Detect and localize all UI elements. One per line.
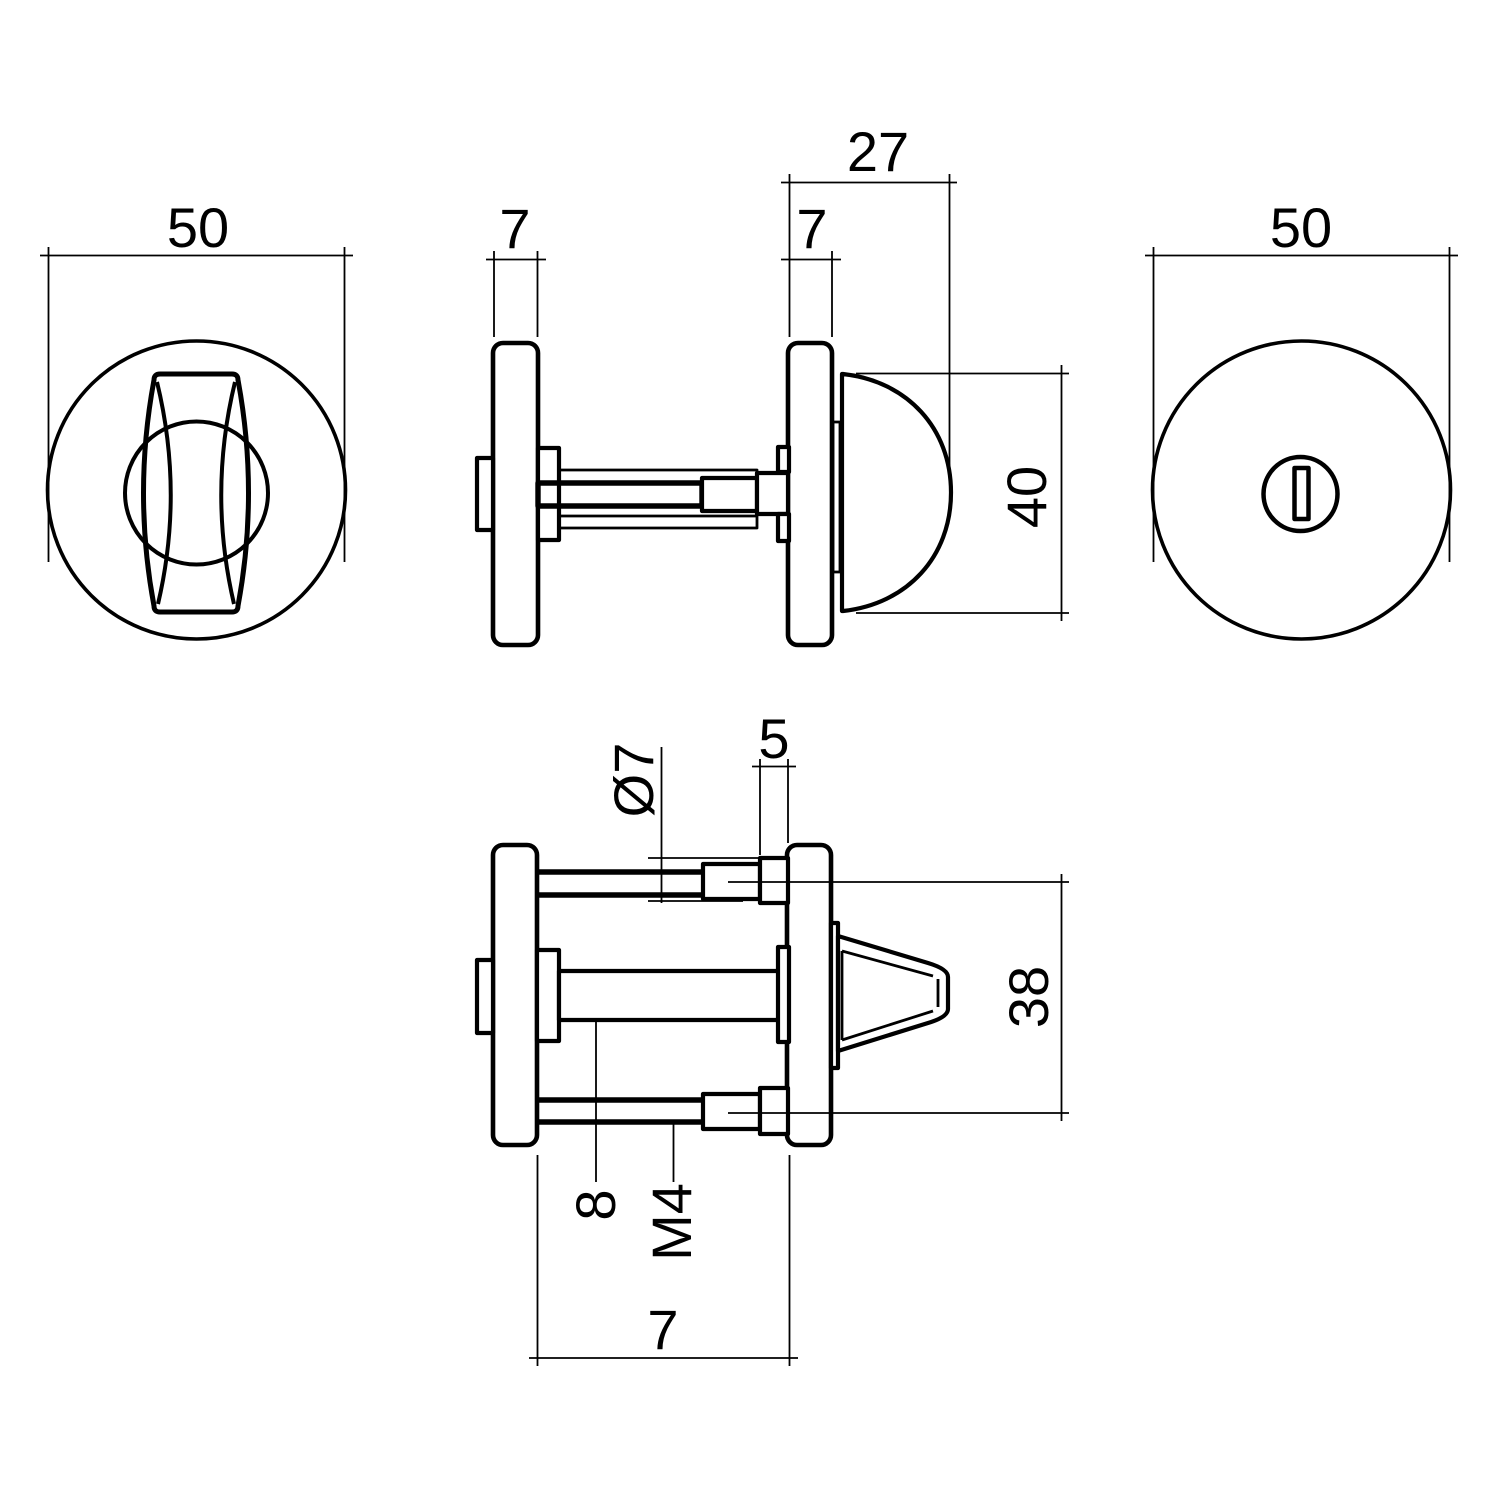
thumbturn-grip: [141, 371, 251, 615]
rosette-outline-left: [45, 339, 348, 641]
cone-inner-top: [841, 949, 934, 978]
plate-tab-bottom: [775, 511, 792, 544]
grip-bevel-right: [219, 381, 237, 605]
dim-label-m4: M4: [640, 1183, 703, 1261]
dim-label-dia7: Ø7: [602, 743, 665, 818]
rose-plate-right: [785, 340, 835, 648]
dimension-50-left: 50: [40, 196, 353, 562]
dim-label-40: 40: [995, 466, 1058, 528]
dimension-7-gap: 7: [529, 1155, 798, 1366]
turn-cone: [835, 933, 951, 1054]
dim-label-8: 8: [564, 1189, 627, 1220]
turn-base-circle: [123, 419, 270, 567]
rosette-outline-right: [1150, 339, 1453, 641]
rose-plate-left-b: [490, 842, 540, 1148]
screw-boss-bottom: [757, 1085, 791, 1137]
leader-m4-thread: M4: [640, 1122, 703, 1261]
dimension-40-knob-height: 40: [856, 365, 1069, 621]
thumbturn-tip-b: [474, 957, 496, 1036]
front-view-release: 50: [1145, 196, 1458, 641]
dim-label-38: 38: [997, 966, 1060, 1028]
dimension-dia7-boss: Ø7: [602, 743, 760, 903]
spindle-hub-left-b: [534, 947, 562, 1044]
grip-bevel-left: [155, 381, 173, 605]
rose-plate-left: [490, 340, 541, 648]
screw-rail-bottom: [557, 514, 759, 530]
dim-label-50-right: 50: [1270, 196, 1332, 259]
dim-label-7-right-plate: 7: [796, 197, 827, 260]
spindle-hub: [535, 445, 562, 543]
side-view-assembled: 7 7 27 40: [474, 120, 1069, 648]
dimension-7-right-plate: 7: [781, 174, 841, 337]
knob-dome: [839, 371, 954, 614]
knob-neck: [831, 420, 842, 574]
dim-label-50-left: 50: [167, 196, 229, 259]
front-view-thumbturn: 50: [40, 196, 353, 641]
dimension-38-screw-spacing: 38: [728, 874, 1069, 1121]
screw-boss-top: [757, 855, 791, 906]
thumbturn-tip: [474, 455, 496, 533]
leader-8-spindle: 8: [564, 1021, 627, 1221]
dimension-5-pin: 5: [752, 707, 796, 855]
side-view-fixings: Ø7 5 38 8 M4 7: [474, 707, 1069, 1366]
release-slot: [1292, 465, 1311, 522]
spindle-ferrule: [699, 475, 760, 514]
dim-label-7-gap: 7: [647, 1298, 678, 1361]
rose-plate-right-b: [784, 842, 834, 1148]
screw-ferrule-bottom: [700, 1091, 763, 1132]
square-spindle: [535, 480, 705, 509]
dim-label-7-left-plate: 7: [499, 197, 530, 260]
spindle-nut: [754, 470, 791, 517]
square-spindle-b: [556, 968, 782, 1023]
cone-inner-bottom: [841, 1009, 934, 1042]
fixing-screw-bottom: [537, 1085, 791, 1137]
spindle-hub-right-b: [775, 944, 792, 1045]
dim-label-27: 27: [847, 120, 909, 183]
dimension-50-right: 50: [1145, 196, 1458, 562]
fixing-screw-top: [537, 855, 791, 906]
plate-tab-top: [775, 444, 792, 475]
release-boss-circle: [1261, 454, 1340, 534]
dimension-7-left-plate: 7: [486, 197, 546, 337]
dimension-27-depth: 27: [781, 120, 957, 467]
dim-label-5: 5: [758, 707, 789, 770]
